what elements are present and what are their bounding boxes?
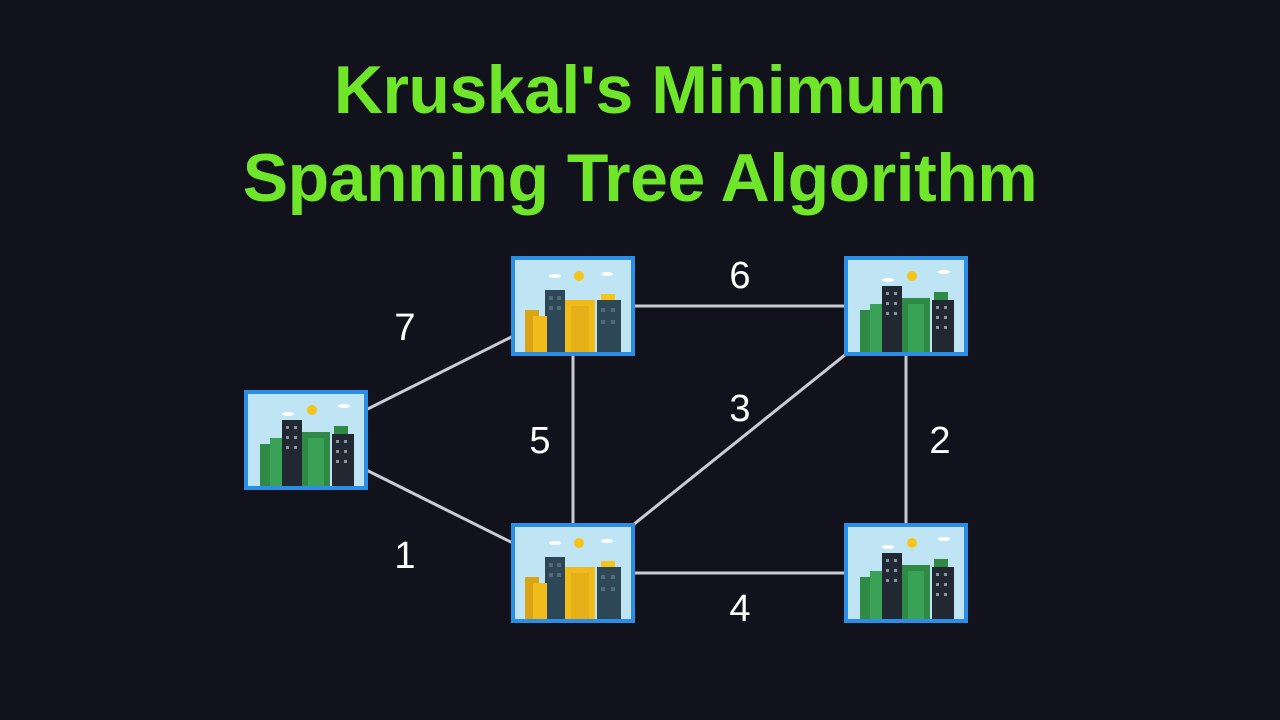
node-left bbox=[244, 390, 368, 490]
edge-weight-label: 4 bbox=[729, 588, 750, 630]
node-top-middle bbox=[511, 256, 635, 356]
city-buildings-icon bbox=[848, 527, 964, 619]
node-top-right bbox=[844, 256, 968, 356]
city-buildings-icon bbox=[248, 394, 364, 486]
edge-weights: 7 1 6 5 3 2 4 bbox=[394, 255, 950, 630]
title-line-1: Kruskal's Minimum bbox=[333, 52, 947, 128]
city-buildings-icon bbox=[848, 260, 964, 352]
edge-weight-label: 7 bbox=[394, 307, 415, 349]
nodes bbox=[244, 256, 968, 623]
edge-weight-label: 3 bbox=[729, 388, 750, 430]
edge-weight-label: 2 bbox=[929, 420, 950, 462]
node-bottom-middle bbox=[511, 523, 635, 623]
edge-weight-label: 1 bbox=[394, 535, 415, 577]
title-line-2: Spanning Tree Algorithm bbox=[242, 140, 1038, 216]
city-buildings-icon bbox=[515, 260, 631, 352]
city-buildings-icon bbox=[515, 527, 631, 619]
edge-weight-label: 6 bbox=[729, 255, 750, 297]
page-title: Kruskal's Minimum Spanning Tree Algorith… bbox=[0, 46, 1280, 222]
node-bottom-right bbox=[844, 523, 968, 623]
edge-weight-label: 5 bbox=[529, 420, 550, 462]
